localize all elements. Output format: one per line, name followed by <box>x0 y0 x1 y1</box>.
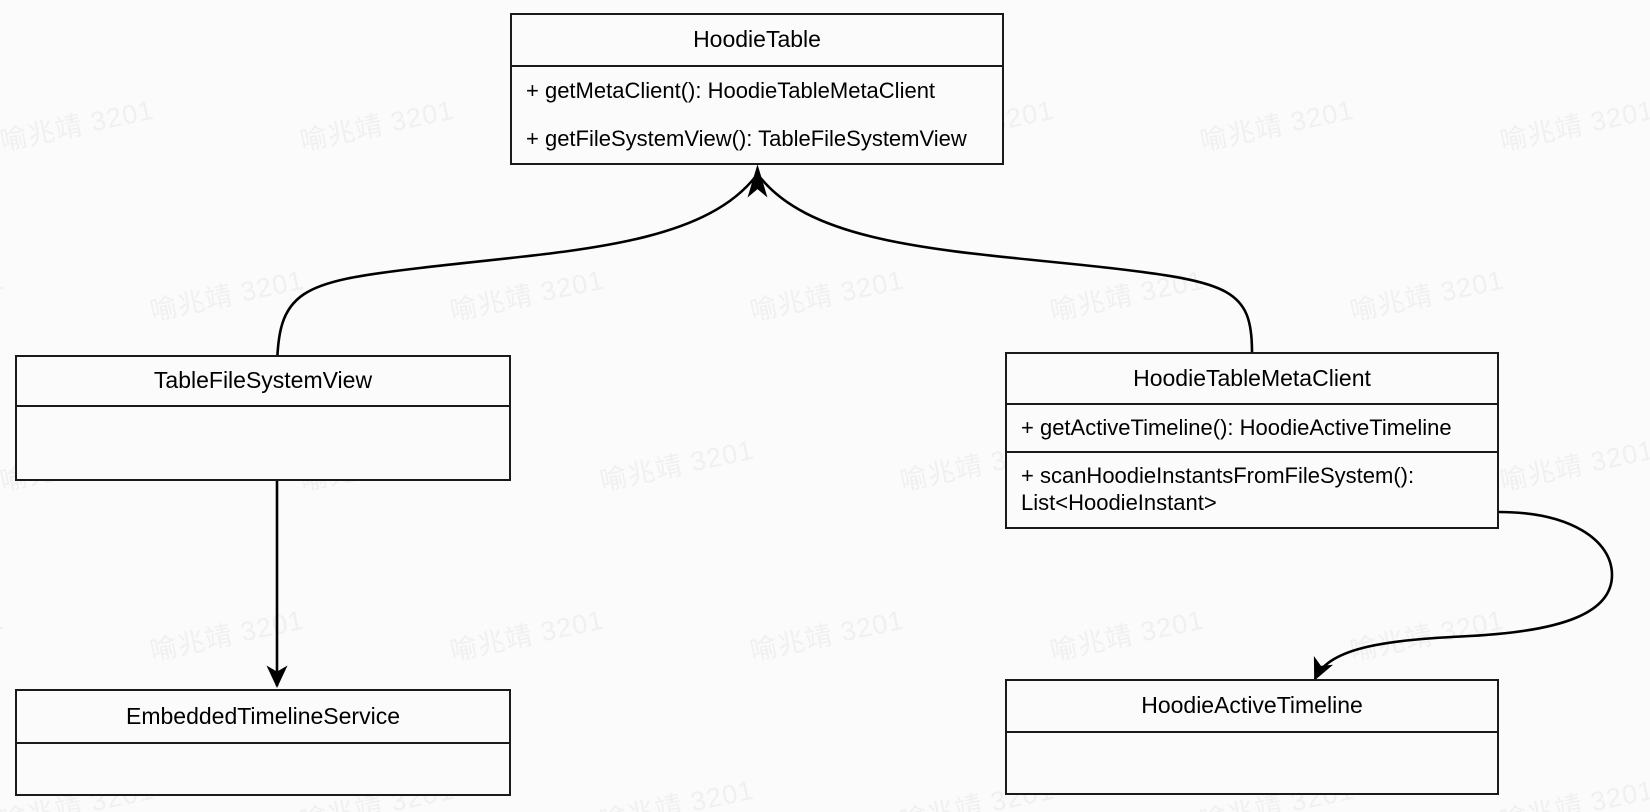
arrowhead-into-hoodie-table <box>747 164 768 198</box>
watermark-text: 喻兆靖 3201 <box>147 264 307 327</box>
class-members-compartment-1: + getActiveTimeline(): HoodieActiveTimel… <box>1007 405 1497 453</box>
watermark-text: 喻兆靖 3201 <box>597 774 757 812</box>
class-name-hoodie-active-timeline: HoodieActiveTimeline <box>1141 692 1363 719</box>
member-row: + scanHoodieInstantsFromFileSystem(): Li… <box>1007 453 1497 527</box>
class-name-hoodie-table: HoodieTable <box>693 26 821 53</box>
class-title-compartment: TableFileSystemView <box>17 357 509 407</box>
class-box-hoodie-table-meta-client[interactable]: HoodieTableMetaClient + getActiveTimelin… <box>1005 352 1499 529</box>
watermark-text: 喻兆靖 3201 <box>1347 604 1507 667</box>
watermark-text: 喻兆靖 3201 <box>597 434 757 497</box>
watermark-text: 喻兆靖 3201 <box>0 604 7 667</box>
member-row: + getActiveTimeline(): HoodieActiveTimel… <box>1007 405 1497 451</box>
class-box-table-file-system-view[interactable]: TableFileSystemView <box>15 355 511 481</box>
watermark-text: 喻兆靖 3201 <box>1347 264 1507 327</box>
watermark-text: 喻兆靖 3201 <box>1047 604 1207 667</box>
watermark-text: 喻兆靖 3201 <box>0 264 7 327</box>
class-name-hoodie-table-meta-client: HoodieTableMetaClient <box>1133 364 1371 391</box>
watermark-text: 喻兆靖 3201 <box>147 604 307 667</box>
class-members-compartment <box>17 407 509 479</box>
watermark-text: 喻兆靖 3201 <box>1047 264 1207 327</box>
class-title-compartment: HoodieTableMetaClient <box>1007 354 1497 405</box>
watermark-text: 喻兆靖 3201 <box>1497 774 1650 812</box>
class-members-compartment <box>17 744 509 794</box>
watermark-text: 喻兆靖 3201 <box>297 94 457 157</box>
watermark-text: 喻兆靖 3201 <box>1497 94 1650 157</box>
class-members-compartment-2: + scanHoodieInstantsFromFileSystem(): Li… <box>1007 453 1497 527</box>
watermark-text: 喻兆靖 3201 <box>0 94 157 157</box>
member-get-file-system-view: + getFileSystemView(): TableFileSystemVi… <box>526 125 967 151</box>
member-scan-hoodie-instants-from-file-system: + scanHoodieInstantsFromFileSystem(): Li… <box>1021 463 1415 515</box>
watermark-text: 喻兆靖 3201 <box>447 264 607 327</box>
edge-tfsv-to-hoodietable <box>275 175 758 373</box>
class-members-compartment: + getMetaClient(): HoodieTableMetaClient… <box>512 67 1002 163</box>
class-title-compartment: HoodieActiveTimeline <box>1007 681 1497 733</box>
class-box-embedded-timeline-service[interactable]: EmbeddedTimelineService <box>15 689 511 796</box>
class-box-hoodie-active-timeline[interactable]: HoodieActiveTimeline <box>1005 679 1499 795</box>
watermark-text: 喻兆靖 3201 <box>747 604 907 667</box>
class-name-table-file-system-view: TableFileSystemView <box>153 367 373 394</box>
watermark-text: 喻兆靖 3201 <box>447 604 607 667</box>
edge-htmc-to-hoodietable <box>757 175 1254 353</box>
class-name-embedded-timeline-service: EmbeddedTimelineService <box>125 702 400 729</box>
edge-htmc-to-hat <box>1313 510 1614 681</box>
class-title-compartment: EmbeddedTimelineService <box>17 691 509 744</box>
member-get-meta-client: + getMetaClient(): HoodieTableMetaClient <box>526 77 936 103</box>
watermark-text: 喻兆靖 3201 <box>1647 605 1650 667</box>
watermark-text: 喻兆靖 3201 <box>1497 434 1650 497</box>
class-box-hoodie-table[interactable]: HoodieTable + getMetaClient(): HoodieTab… <box>510 13 1004 165</box>
watermark-text: 喻兆靖 3201 <box>747 264 907 327</box>
class-members-compartment <box>1007 733 1497 793</box>
watermark-text: 喻兆靖 3201 <box>1197 94 1357 157</box>
class-title-compartment: HoodieTable <box>512 15 1002 67</box>
member-row: + getFileSystemView(): TableFileSystemVi… <box>512 115 1002 163</box>
member-row: + getMetaClient(): HoodieTableMetaClient <box>512 67 1002 115</box>
member-get-active-timeline: + getActiveTimeline(): HoodieActiveTimel… <box>1021 414 1452 440</box>
watermark-text: 喻兆靖 3201 <box>1647 265 1650 327</box>
